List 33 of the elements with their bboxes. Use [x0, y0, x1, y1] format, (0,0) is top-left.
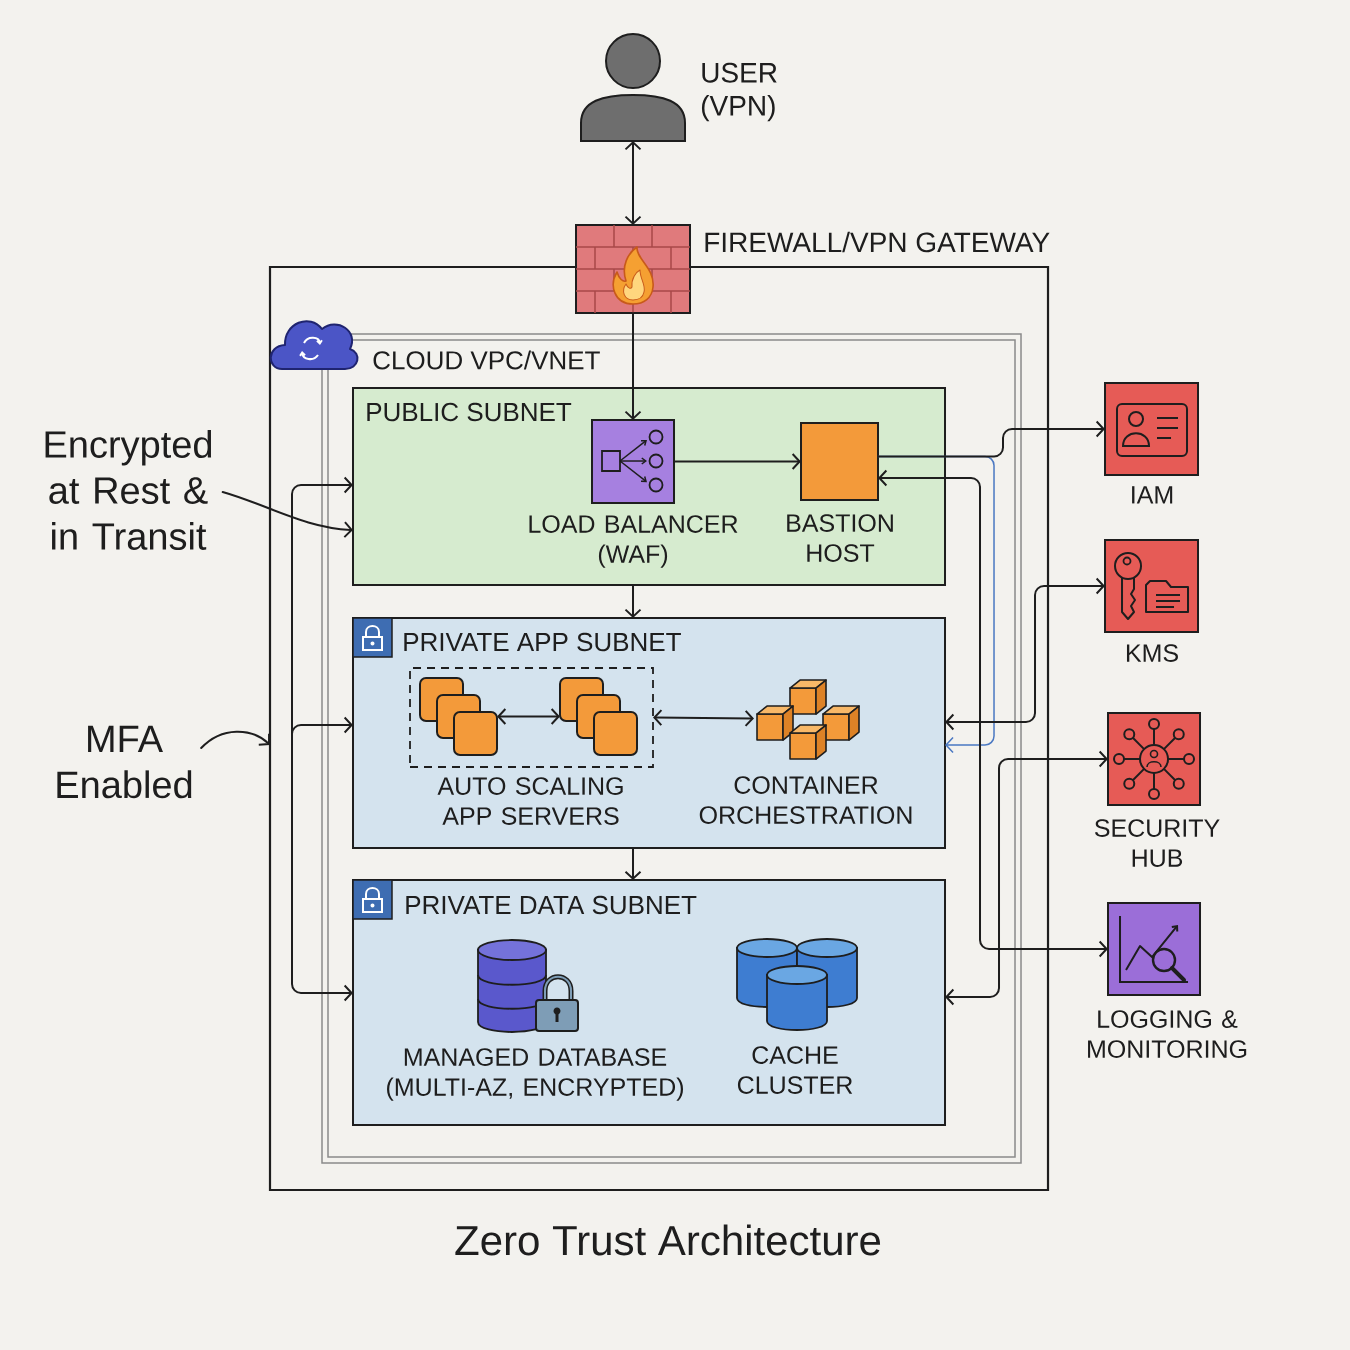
- double-arrow: [945, 577, 1105, 731]
- boundary-box: [268, 265, 1050, 1192]
- double-arrow: [878, 469, 1108, 958]
- node-label: KMS: [1127, 644, 1178, 662]
- server-stack-icon: [559, 677, 638, 756]
- server-stack-icon: [419, 677, 498, 756]
- arrow: [624, 312, 642, 420]
- node-label: AUTO SCALING APP SERVERS: [437, 777, 623, 825]
- arrow: [200, 730, 271, 749]
- arrow: [221, 491, 353, 539]
- arrow: [624, 584, 642, 618]
- node-label: CONTAINER ORCHESTRATION: [699, 776, 912, 824]
- node-label: CACHE CLUSTER: [737, 1046, 853, 1094]
- double-arrow: [945, 750, 1108, 1006]
- annotation: Encrypted at Rest & in Transit: [45, 430, 212, 550]
- node-label: BASTION HOST: [787, 514, 893, 562]
- double-arrow: [497, 708, 560, 725]
- node-label: LOAD BALANCER (WAF): [529, 515, 738, 568]
- arrow: [291, 744, 353, 1002]
- label: USER (VPN): [701, 62, 777, 122]
- arrow: [877, 420, 1105, 458]
- node-label: MANAGED DATABASE (MULTI-AZ, ENCRYPTED): [387, 1048, 683, 1101]
- arrow: [673, 453, 801, 470]
- node-label: IAM: [1132, 486, 1173, 504]
- node-label: LOGGING & MONITORING: [1088, 1010, 1247, 1058]
- annotation: MFA Enabled: [57, 725, 192, 799]
- label: FIREWALL/VPN GATEWAY: [705, 231, 1050, 253]
- arrow: [624, 847, 642, 880]
- double-arrow: [653, 709, 754, 727]
- title: Zero Trust Architecture: [455, 1224, 881, 1256]
- node-label: SECURITY HUB: [1094, 819, 1220, 867]
- double-arrow: [624, 141, 642, 225]
- arrow: [291, 716, 353, 746]
